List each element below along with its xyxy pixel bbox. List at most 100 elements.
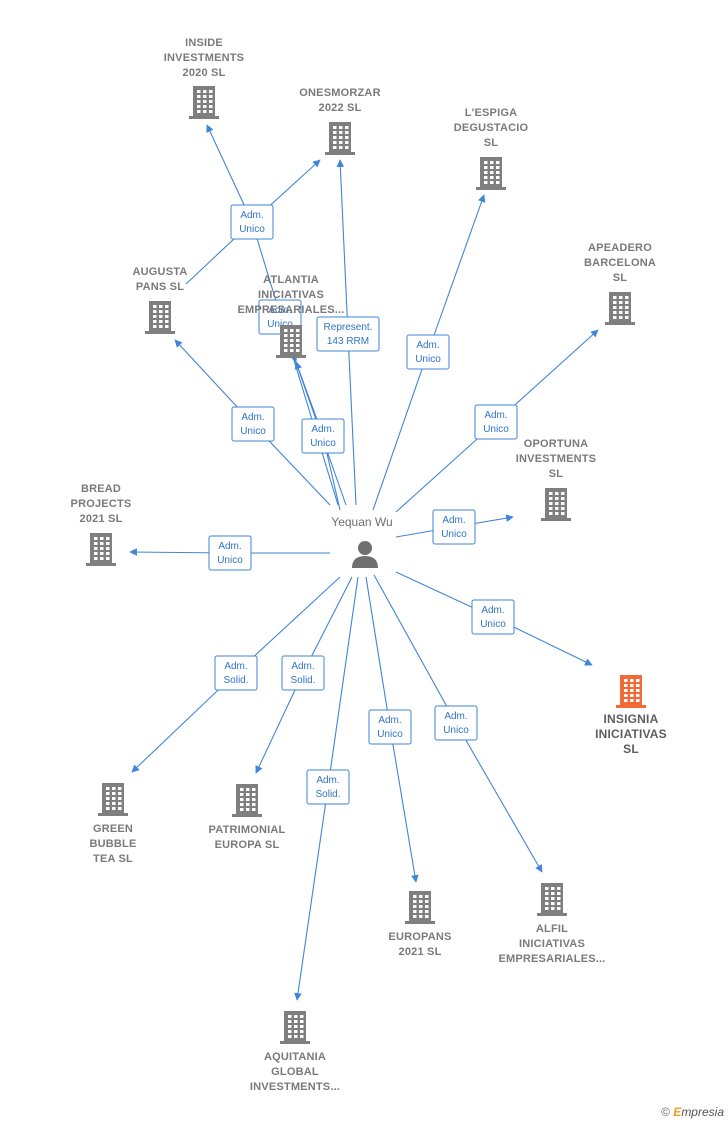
- edge-label-line: Adm.: [481, 605, 504, 616]
- company-name-line: 2021 SL: [80, 513, 123, 525]
- company-node-inside[interactable]: INSIDE INVESTMENTS 2020 SL: [164, 37, 244, 119]
- edge-label-aquitania: Adm.Solid.: [306, 769, 350, 805]
- edge-label-line: Unico: [443, 725, 469, 736]
- company-name-line: INICIATIVAS: [519, 938, 585, 950]
- company-name-line: 2021 SL: [399, 946, 442, 958]
- edge-label-line: Unico: [267, 319, 293, 330]
- company-node-atlantia[interactable]: ATLANTIAINICIATIVASEMPRESARIALES...: [237, 274, 344, 358]
- edge-label-line: Unico: [480, 619, 506, 630]
- edge-label-apeadero: Adm. Unico: [474, 404, 518, 440]
- edge-label-lespiga: Adm.Unico: [406, 334, 450, 370]
- edge-label-line: Represent.: [324, 322, 373, 333]
- building-icon: [280, 1011, 310, 1044]
- company-node-aquitania[interactable]: AQUITANIA GLOBAL INVESTMENTS...: [250, 1011, 340, 1093]
- edge-label-box: [208, 535, 252, 571]
- company-name-line: SL: [613, 272, 628, 284]
- edge-label-line: Adm.: [240, 210, 263, 221]
- company-name-line: INVESTMENTS: [164, 52, 244, 64]
- edge-label-box: [301, 418, 345, 454]
- company-name-line: GLOBAL: [271, 1066, 319, 1078]
- edge-label-alfil: Adm. Unico: [434, 705, 478, 741]
- company-name-line: AQUITANIA: [264, 1051, 326, 1063]
- edge-label-box: [471, 599, 515, 635]
- edge-label-line: Adm.: [442, 515, 465, 526]
- building-icon: [189, 86, 219, 119]
- edge-label-line: Unico: [217, 555, 243, 566]
- company-name-line: PANS SL: [136, 281, 184, 293]
- company-name-line: L'ESPIGA: [465, 107, 518, 119]
- company-node-apeadero[interactable]: APEADERO BARCELONA SL: [584, 242, 656, 325]
- building-icon: [616, 675, 646, 708]
- company-name-line: 2020 SL: [183, 67, 226, 79]
- copyright-symbol: ©: [661, 1105, 670, 1119]
- edge-label-europans: Adm. Unico: [368, 709, 412, 745]
- company-node-alfil[interactable]: ALFILINICIATIVASEMPRESARIALES...: [498, 883, 605, 965]
- edge-label-inside: Adm. Unico: [230, 204, 274, 240]
- company-name-line: BUBBLE: [89, 838, 136, 850]
- watermark: © Empresia: [661, 1105, 724, 1119]
- building-icon: [541, 488, 571, 521]
- edge-label-box: [316, 316, 380, 352]
- company-name-line: PATRIMONIAL: [209, 824, 286, 836]
- edge-label-line: Adm.: [484, 410, 507, 421]
- company-name-line: SL: [623, 742, 639, 756]
- edge-label-box: [231, 406, 275, 442]
- company-name-line: TEA SL: [93, 853, 133, 865]
- company-name-line: INICIATIVAS: [258, 289, 324, 301]
- edge-label-box: [306, 769, 350, 805]
- building-icon: [98, 783, 128, 816]
- edge-label-line: Adm.: [444, 711, 467, 722]
- edge-label-line: Unico: [239, 224, 265, 235]
- company-name-line: ONESMORZAR: [299, 87, 380, 99]
- company-name-line: INSIGNIA: [604, 712, 659, 726]
- edge-label-box: [281, 655, 325, 691]
- building-icon: [405, 891, 435, 924]
- edge-label-line: Adm.: [316, 775, 339, 786]
- edge-label-box: [214, 655, 258, 691]
- edge-label-line: Unico: [441, 529, 467, 540]
- brand-name: mpresia: [681, 1105, 724, 1119]
- center-node[interactable]: Yequan Wu: [331, 515, 393, 568]
- building-icon: [605, 292, 635, 325]
- company-name-line: BARCELONA: [584, 257, 656, 269]
- edge-label-line: Unico: [239, 224, 265, 235]
- company-name-line: INICIATIVAS: [595, 727, 667, 741]
- edge-label-bread: Adm.Unico: [208, 535, 252, 571]
- edge-label-box: [432, 509, 476, 545]
- edge-label-patrimonial: Adm.Solid.: [281, 655, 325, 691]
- edge-label-line: Adm.: [416, 340, 439, 351]
- edge-label-box: [434, 705, 478, 741]
- company-name-line: APEADERO: [588, 242, 652, 254]
- building-icon: [537, 883, 567, 916]
- company-node-augusta[interactable]: AUGUSTA PANS SL: [133, 266, 188, 334]
- building-icon: [325, 122, 355, 155]
- company-name-line: INSIDE: [185, 37, 223, 49]
- edge-label-line: Unico: [310, 438, 336, 449]
- company-name-line: INVESTMENTS...: [250, 1081, 340, 1093]
- company-name-line: DEGUSTACIO: [454, 122, 529, 134]
- center-name: Yequan Wu: [331, 515, 392, 529]
- edge-label-box: [230, 204, 274, 240]
- edge-label-line: Adm.: [378, 715, 401, 726]
- edge-label-line: Adm.: [224, 661, 247, 672]
- company-name-line: ATLANTIA: [263, 274, 319, 286]
- edge-label-line: Unico: [483, 424, 509, 435]
- company-name-line: AUGUSTA: [133, 266, 188, 278]
- edge-label-augusta: Adm.Unico: [231, 406, 275, 442]
- edge-label-oportuna: Adm. Unico: [432, 509, 476, 545]
- edge-label-line: Adm.: [291, 661, 314, 672]
- edge-label-line: Adm.: [268, 305, 291, 316]
- edge-label-line: Unico: [377, 729, 403, 740]
- building-icon: [145, 301, 175, 334]
- company-name-line: OPORTUNA: [524, 438, 589, 450]
